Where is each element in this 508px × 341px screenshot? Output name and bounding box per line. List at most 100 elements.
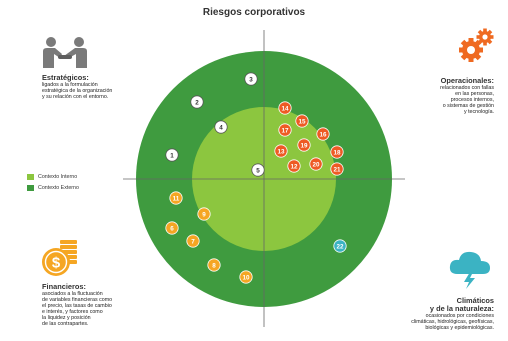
gears-icon bbox=[459, 28, 494, 62]
climatic-description: Climáticos y de la naturaleza: ocasionad… bbox=[364, 296, 494, 332]
risk-marker-7: 7 bbox=[186, 234, 200, 248]
legend: Contexto Interno Contexto Externo bbox=[27, 171, 79, 193]
financial-text-line: e interés, y factores como bbox=[42, 309, 103, 315]
risk-marker-dot bbox=[287, 159, 301, 173]
climatic-text-line: ocasionados por condiciones bbox=[425, 313, 494, 319]
risk-marker-2: 2 bbox=[190, 95, 204, 109]
operational-heading: Operacionales: bbox=[440, 76, 494, 85]
strategic-text-line: estratégica de la organización bbox=[42, 88, 113, 94]
risk-marker-dot bbox=[316, 127, 330, 141]
risk-marker-dot bbox=[165, 221, 179, 235]
risk-marker-label: 7 bbox=[191, 238, 195, 245]
risk-marker-dot bbox=[274, 144, 288, 158]
risk-marker-dot bbox=[169, 191, 183, 205]
risk-marker-label: 18 bbox=[333, 149, 341, 156]
risk-marker-label: 22 bbox=[336, 243, 344, 250]
risk-marker-dot bbox=[214, 120, 228, 134]
strategic-text-line: y su relación con el entorno. bbox=[42, 94, 109, 100]
climatic-heading: Climáticos bbox=[456, 296, 494, 305]
risk-marker-dot bbox=[239, 270, 253, 284]
risk-marker-label: 20 bbox=[312, 161, 320, 168]
operational-text-line: procesos internos, bbox=[450, 97, 494, 103]
risk-marker-dot bbox=[190, 95, 204, 109]
svg-text:$: $ bbox=[52, 255, 61, 272]
operational-text-line: y tecnología. bbox=[463, 109, 494, 115]
risk-marker-dot bbox=[333, 239, 347, 253]
strategic-text-line: ligados a la formulación bbox=[42, 82, 98, 88]
risk-marker-19: 19 bbox=[297, 138, 311, 152]
risk-marker-8: 8 bbox=[207, 258, 221, 272]
climatic-heading: y de la naturaleza: bbox=[429, 304, 494, 313]
financial-text-line: de variables financieras como bbox=[42, 297, 113, 303]
risk-marker-5: 5 bbox=[251, 163, 265, 177]
financial-heading: Financieros: bbox=[42, 282, 86, 291]
risk-marker-dot bbox=[330, 145, 344, 159]
risk-marker-dot bbox=[207, 258, 221, 272]
risk-marker-13: 13 bbox=[274, 144, 288, 158]
financial-text-line: la liquidez y posición bbox=[42, 315, 91, 321]
risk-marker-3: 3 bbox=[244, 72, 258, 86]
handshake-icon bbox=[43, 37, 87, 68]
legend-item-internal: Contexto Interno bbox=[27, 171, 79, 182]
risk-marker-9: 9 bbox=[197, 207, 211, 221]
risk-marker-label: 15 bbox=[298, 118, 306, 125]
risk-marker-label: 21 bbox=[333, 166, 341, 173]
risk-marker-12: 12 bbox=[287, 159, 301, 173]
risk-marker-6: 6 bbox=[165, 221, 179, 235]
risk-marker-1: 1 bbox=[165, 148, 179, 162]
risk-marker-22: 22 bbox=[333, 239, 347, 253]
risk-marker-dot bbox=[330, 162, 344, 176]
legend-label-external: Contexto Externo bbox=[38, 184, 79, 191]
risk-marker-15: 15 bbox=[295, 114, 309, 128]
financial-description: Financieros: asociados a la fluctuación … bbox=[42, 282, 142, 328]
risk-marker-10: 10 bbox=[239, 270, 253, 284]
risk-marker-label: 17 bbox=[281, 127, 289, 134]
risk-marker-11: 11 bbox=[169, 191, 183, 205]
risk-marker-4: 4 bbox=[214, 120, 228, 134]
risk-marker-label: 8 bbox=[212, 262, 216, 269]
risk-marker-label: 11 bbox=[173, 195, 180, 202]
risk-marker-label: 9 bbox=[202, 211, 206, 218]
operational-description: Operacionales: relacionados con fallas e… bbox=[386, 76, 494, 116]
legend-swatch-external bbox=[27, 184, 34, 191]
risk-marker-dot bbox=[186, 234, 200, 248]
risk-marker-dot bbox=[197, 207, 211, 221]
risk-marker-label: 16 bbox=[319, 131, 327, 138]
diagram-title: Riesgos corporativos bbox=[202, 7, 306, 18]
legend-swatch-internal bbox=[27, 173, 34, 180]
risk-marker-label: 4 bbox=[219, 124, 223, 131]
coins-icon: $ bbox=[42, 240, 77, 276]
risk-marker-label: 5 bbox=[256, 167, 260, 174]
risk-marker-dot bbox=[251, 163, 265, 177]
storm-cloud-icon bbox=[449, 251, 490, 289]
risk-marker-label: 2 bbox=[195, 99, 199, 106]
operational-text-line: en las personas, bbox=[455, 91, 494, 97]
strategic-heading: Estratégicos: bbox=[42, 73, 89, 82]
legend-item-external: Contexto Externo bbox=[27, 182, 79, 193]
risk-marker-label: 13 bbox=[277, 148, 285, 155]
risk-marker-16: 16 bbox=[316, 127, 330, 141]
risk-marker-label: 14 bbox=[281, 105, 289, 112]
risk-marker-dot bbox=[309, 157, 323, 171]
risk-marker-dot bbox=[295, 114, 309, 128]
financial-text-line: de las contrapartes. bbox=[42, 321, 89, 327]
risk-marker-dot bbox=[278, 101, 292, 115]
risk-marker-20: 20 bbox=[309, 157, 323, 171]
legend-label-internal: Contexto Interno bbox=[38, 173, 78, 180]
financial-text-line: el precio, las tasas de cambio bbox=[42, 303, 112, 309]
risk-marker-label: 1 bbox=[170, 152, 174, 159]
risk-marker-label: 3 bbox=[249, 76, 253, 83]
risk-marker-18: 18 bbox=[330, 145, 344, 159]
operational-text-line: relacionados con fallas bbox=[440, 85, 494, 91]
climatic-text-line: biológicas y epidemiológicas. bbox=[425, 325, 494, 331]
risk-marker-21: 21 bbox=[330, 162, 344, 176]
risk-marker-dot bbox=[278, 123, 292, 137]
risk-marker-label: 19 bbox=[300, 142, 308, 149]
risk-marker-17: 17 bbox=[278, 123, 292, 137]
risk-marker-dot bbox=[297, 138, 311, 152]
strategic-description: Estratégicos: ligados a la formulación e… bbox=[42, 73, 152, 101]
risk-marker-label: 6 bbox=[170, 225, 174, 232]
risk-marker-label: 10 bbox=[242, 274, 250, 281]
